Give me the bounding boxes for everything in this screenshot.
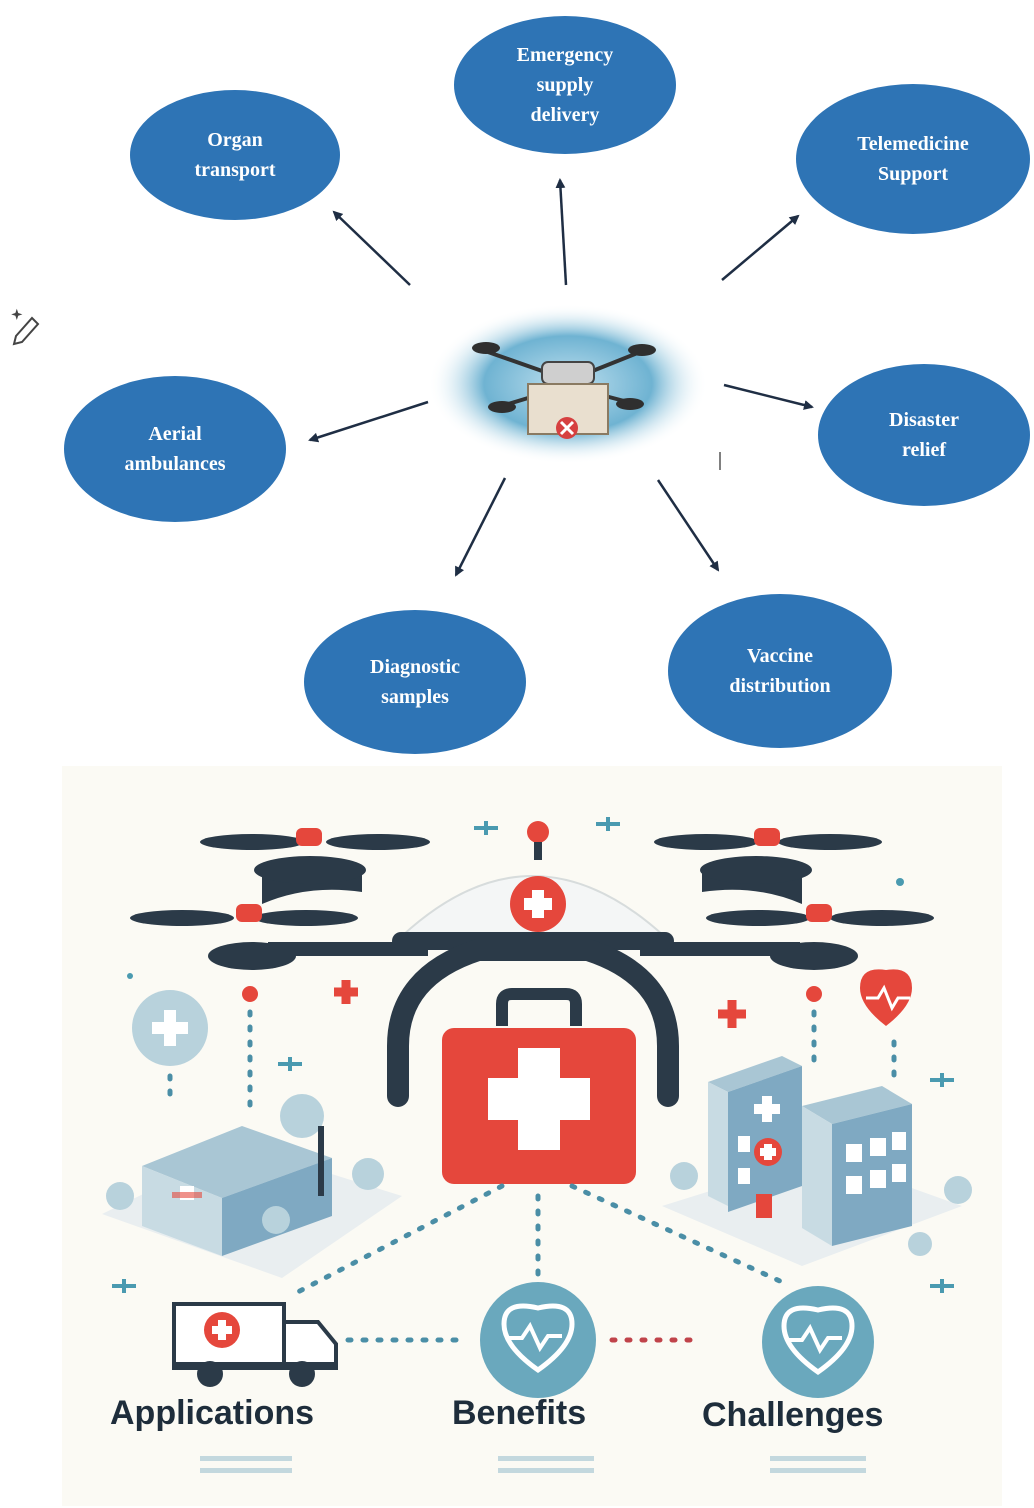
arrow-diagnostic [454,477,507,577]
magic-edit-icon[interactable] [8,306,44,350]
arrow-vaccine [656,479,720,572]
plus-bubble-icon [132,980,746,1066]
node-organ-transport: Organ transport [130,90,340,220]
node-vaccine-distribution: Vaccine distribution [668,594,892,748]
medical-drone-illustration: Applications Benefits Challenges [62,766,1002,1506]
diagram-canvas [308,178,814,577]
clinic-building-icon [102,1094,402,1278]
medical-drone-icon [130,828,934,1107]
node-telemedicine-support: Telemedicine Support [796,84,1030,234]
delivery-drone-icon [428,304,708,464]
ambulance-truck-icon [172,1302,338,1387]
node-emergency-supply-delivery: Emergency supply delivery [454,16,676,154]
label-benefits: Benefits [452,1394,587,1432]
challenges-heart-icon [762,1286,874,1398]
first-aid-kit-icon [442,988,636,1184]
beacon-light-icon [527,821,549,860]
hospital-building-icon [662,1056,972,1266]
arrow-telemedicine [721,214,800,281]
heart-monitor-icon [860,969,912,1026]
arrow-aerial [308,400,429,443]
node-aerial-ambulances: Aerial ambulances [64,376,286,522]
benefits-heart-icon [480,1282,596,1398]
arrow-disaster [723,383,814,410]
node-disaster-relief: Disaster relief [818,364,1030,506]
arrow-emergency [555,178,568,286]
node-diagnostic-samples: Diagnostic samples [304,610,526,754]
label-challenges: Challenges [702,1396,884,1434]
arrow-organ [332,210,411,286]
label-applications: Applications [110,1394,315,1432]
